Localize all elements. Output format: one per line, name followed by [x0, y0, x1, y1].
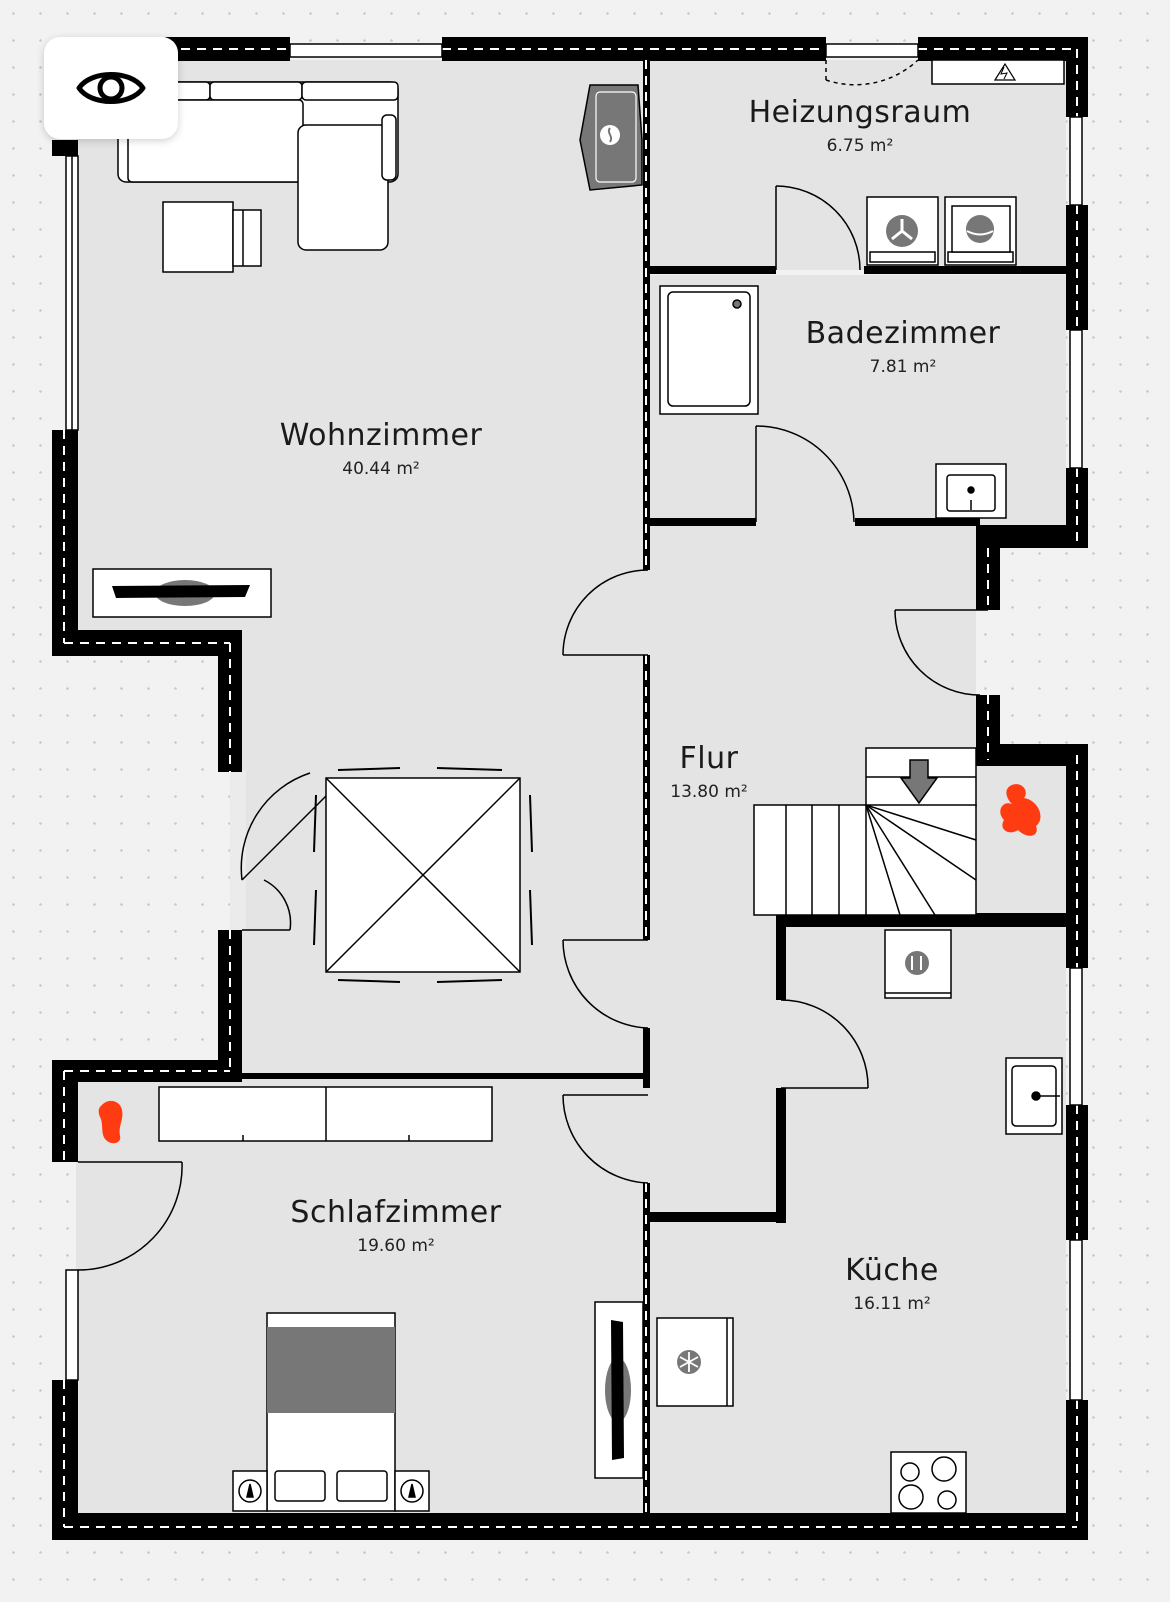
tv-bedroom[interactable] — [594, 1301, 644, 1479]
wall-dashes — [63, 48, 1078, 1528]
room-label-schlafzimmer[interactable]: Schlafzimmer 19.60 m² — [290, 1195, 501, 1256]
wall — [218, 930, 242, 1082]
room-name: Schlafzimmer — [290, 1195, 502, 1230]
door-schlafzimmer-outside[interactable] — [77, 1161, 183, 1271]
wall — [1066, 205, 1088, 330]
eye-icon — [76, 72, 146, 104]
room-name: Badezimmer — [805, 316, 1001, 351]
sofa[interactable] — [117, 81, 399, 251]
room-area: 40.44 m² — [342, 459, 420, 479]
room-label-badezimmer[interactable]: Badezimmer 7.81 m² — [806, 316, 1001, 377]
wall — [864, 266, 1066, 274]
wall — [822, 37, 826, 61]
room-name: Heizungsraum — [748, 95, 972, 130]
nightstand-right[interactable] — [394, 1470, 430, 1512]
room-name: Küche — [845, 1253, 939, 1288]
washbasin[interactable] — [935, 463, 1007, 519]
stairs[interactable] — [753, 747, 977, 916]
armchair[interactable] — [162, 201, 262, 273]
wall — [643, 1028, 650, 1088]
marker-flur[interactable] — [1000, 784, 1041, 836]
room-label-kueche[interactable]: Küche 16.11 m² — [845, 1253, 939, 1314]
nightstand-left[interactable] — [232, 1470, 268, 1512]
wall — [776, 915, 786, 1000]
wall — [976, 525, 1088, 548]
wall — [855, 518, 980, 526]
wardrobe[interactable] — [158, 1086, 493, 1142]
tv-sideboard[interactable] — [92, 568, 272, 618]
doors — [77, 59, 988, 1271]
door-badezimmer[interactable] — [755, 425, 855, 523]
room-area: 7.81 m² — [869, 357, 937, 377]
dishwasher[interactable] — [884, 929, 952, 999]
kitchen-sink[interactable] — [1005, 1057, 1063, 1135]
door-heizungsraum-top[interactable] — [825, 59, 919, 86]
room-area: 16.11 m² — [853, 1294, 931, 1314]
wall — [776, 913, 1066, 927]
bathtub[interactable] — [659, 285, 759, 415]
wall — [646, 1212, 786, 1222]
door-entrance[interactable] — [894, 609, 988, 696]
door-schlafzimmer[interactable] — [562, 1094, 649, 1184]
walls — [52, 37, 1088, 1540]
room-area: 6.75 m² — [826, 136, 894, 156]
door-wohnzimmer-flur[interactable] — [562, 569, 649, 656]
room-label-heizungsraum[interactable]: Heizungsraum 6.75 m² — [749, 95, 972, 156]
cooktop[interactable] — [890, 1451, 967, 1514]
dining-table[interactable] — [313, 767, 533, 983]
room-label-flur[interactable]: Flur 13.80 m² — [670, 741, 747, 802]
wall — [52, 140, 78, 156]
electrical-panel[interactable] — [931, 59, 1065, 85]
heat-pump[interactable] — [866, 196, 939, 266]
marker-schlafzimmer[interactable] — [98, 1100, 123, 1144]
wall — [1066, 37, 1088, 117]
room-area: 19.60 m² — [357, 1236, 435, 1256]
wall — [238, 1073, 650, 1079]
door-heizungsraum[interactable] — [775, 185, 861, 271]
fridge[interactable] — [656, 1317, 734, 1407]
room-name: Flur — [679, 741, 739, 776]
room-label-wohnzimmer[interactable]: Wohnzimmer 40.44 m² — [280, 418, 483, 479]
stove[interactable] — [579, 84, 643, 191]
door-wohnzimmer-flur-2[interactable] — [562, 939, 649, 1029]
wall — [442, 37, 822, 61]
wall — [646, 266, 776, 274]
bed[interactable] — [266, 1312, 396, 1512]
windows — [65, 43, 1083, 1401]
floor-flur-nook[interactable] — [976, 755, 1066, 925]
wall — [643, 60, 650, 570]
room-name: Wohnzimmer — [279, 418, 483, 453]
door-kueche[interactable] — [780, 999, 869, 1089]
room-area: 13.80 m² — [670, 782, 748, 802]
wall — [776, 1088, 786, 1223]
washing-machine[interactable] — [944, 196, 1017, 266]
wall — [976, 744, 1088, 766]
wall — [643, 655, 650, 940]
view-toggle-button[interactable] — [44, 37, 178, 139]
wall — [646, 518, 756, 526]
